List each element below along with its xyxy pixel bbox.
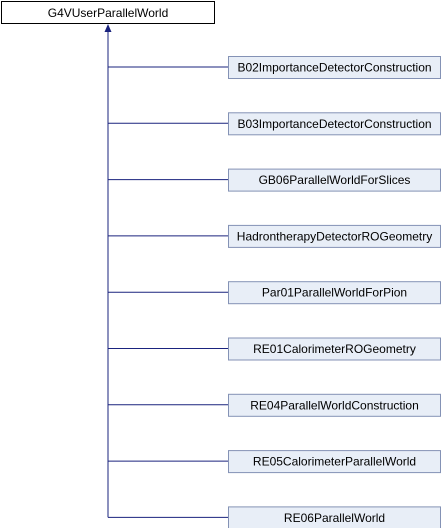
derived-class-node[interactable]: RE04ParallelWorldConstruction <box>228 393 441 417</box>
derived-class-node[interactable]: GB06ParallelWorldForSlices <box>228 168 441 192</box>
derived-class-label: RE04ParallelWorldConstruction <box>250 398 419 412</box>
derived-class-box <box>228 168 441 192</box>
derived-class-nodes: B02ImportanceDetectorConstructionB03Impo… <box>228 56 441 528</box>
derived-class-node[interactable]: B03ImportanceDetectorConstruction <box>228 112 441 136</box>
derived-class-node[interactable]: B02ImportanceDetectorConstruction <box>228 56 441 79</box>
base-class-box <box>1 1 215 24</box>
derived-class-node[interactable]: RE06ParallelWorld <box>228 506 441 528</box>
derived-class-label: B03ImportanceDetectorConstruction <box>237 117 431 131</box>
derived-class-node[interactable]: Par01ParallelWorldForPion <box>228 281 441 305</box>
derived-class-box <box>228 337 441 361</box>
derived-class-node[interactable]: RE05CalorimeterParallelWorld <box>228 450 441 474</box>
derived-class-box <box>228 112 441 136</box>
base-class-node[interactable]: G4VUserParallelWorld <box>1 1 215 24</box>
base-class-label: G4VUserParallelWorld <box>48 6 169 20</box>
derived-class-box <box>228 56 441 79</box>
derived-class-box <box>228 393 441 417</box>
derived-class-node[interactable]: HadrontherapyDetectorROGeometry <box>228 224 441 248</box>
derived-class-label: B02ImportanceDetectorConstruction <box>237 61 431 75</box>
derived-class-label: Par01ParallelWorldForPion <box>262 286 407 300</box>
derived-class-box <box>228 224 441 248</box>
derived-class-box <box>228 281 441 305</box>
derived-class-label: RE06ParallelWorld <box>284 511 385 525</box>
derived-class-label: GB06ParallelWorldForSlices <box>259 173 411 187</box>
derived-class-box <box>228 450 441 474</box>
derived-class-label: RE01CalorimeterROGeometry <box>253 342 416 356</box>
inheritance-arrowhead <box>104 24 112 32</box>
derived-class-label: RE05CalorimeterParallelWorld <box>253 455 416 469</box>
derived-class-label: HadrontherapyDetectorROGeometry <box>237 229 432 243</box>
derived-class-node[interactable]: RE01CalorimeterROGeometry <box>228 337 441 361</box>
derived-class-box <box>228 506 441 528</box>
inheritance-edges <box>104 24 228 518</box>
